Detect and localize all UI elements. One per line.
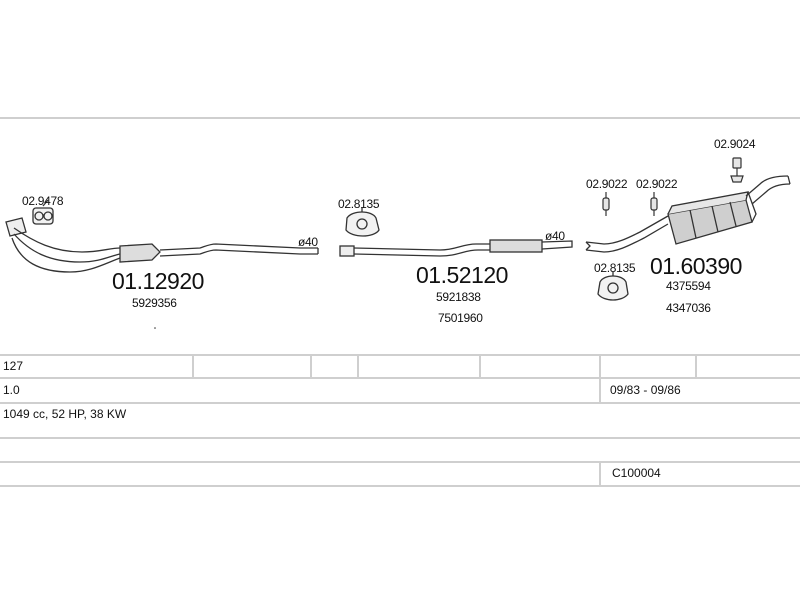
- bolt-icon: [730, 157, 744, 183]
- clamp-label-part3: 02.8135: [594, 261, 636, 275]
- part-number-1[interactable]: 01.12920: [112, 268, 204, 294]
- vehicle-table-grid: [0, 354, 800, 487]
- clamp-ring-icon: [597, 272, 629, 301]
- middle-pipe: [339, 239, 573, 257]
- code-cell: C100004: [612, 466, 661, 480]
- clamp-ring-icon: [32, 199, 54, 225]
- rubber-hanger-icon: [602, 192, 610, 216]
- model-cell: 127: [3, 359, 24, 373]
- oe-number-part2-b: 7501960: [438, 311, 483, 325]
- hanger-label-2: 02.9022: [636, 177, 678, 191]
- clamp-ring-icon: [345, 208, 380, 237]
- oe-number-part3-a: 4375594: [666, 279, 711, 293]
- rear-silencer: [585, 175, 791, 253]
- diameter-label-part1: ø40: [298, 235, 318, 249]
- bolt-label: 02.9024: [714, 137, 756, 151]
- rubber-hanger-icon: [650, 192, 658, 216]
- engine-cell: 1.0: [3, 383, 20, 397]
- specs-cell: 1049 cc, 52 HP, 38 KW: [3, 407, 127, 421]
- hanger-label-1: 02.9022: [586, 177, 628, 191]
- part-number-2[interactable]: 01.52120: [416, 262, 508, 288]
- period-cell: 09/83 - 09/86: [610, 383, 681, 397]
- clamp-label-part1: 02.9478: [22, 194, 64, 208]
- oe-number-part2-a: 5921838: [436, 290, 481, 304]
- oe-number-part3-b: 4347036: [666, 301, 711, 315]
- front-pipe: [5, 217, 319, 273]
- diameter-label-part2: ø40: [545, 229, 565, 243]
- oe-number-part1: 5929356: [132, 296, 177, 310]
- part-number-3[interactable]: 01.60390: [650, 253, 742, 279]
- clamp-label-part2: 02.8135: [338, 197, 380, 211]
